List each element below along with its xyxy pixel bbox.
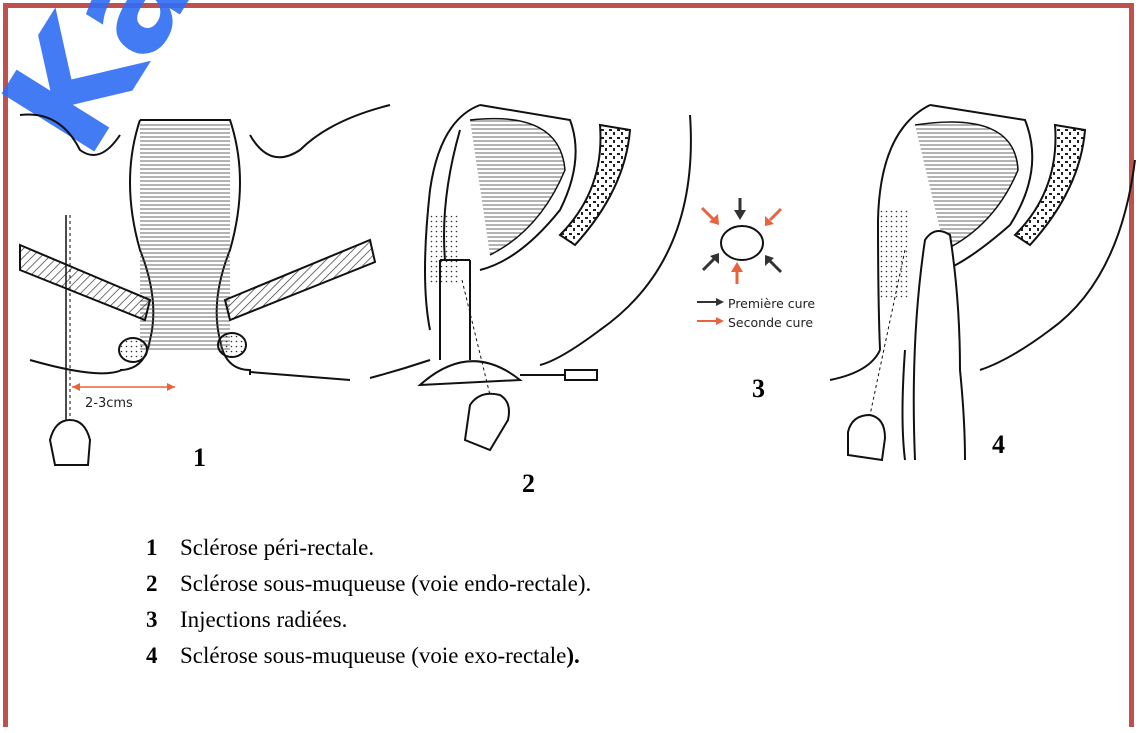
panel-1-drawing [20, 105, 390, 465]
panel-number-2: 2 [522, 469, 535, 499]
caption-text: Sclérose sous-muqueuse (voie endo-rectal… [180, 571, 591, 596]
legend-second-treatment: Seconde cure [728, 315, 813, 330]
caption-number: 1 [146, 530, 180, 566]
caption-text: Sclérose sous-muqueuse (voie exo-rectale [180, 643, 566, 668]
panel-number-1: 1 [193, 443, 206, 473]
caption-number: 2 [146, 566, 180, 602]
panel-number-4: 4 [992, 430, 1005, 460]
caption-number: 4 [146, 638, 180, 674]
panel-2-drawing [370, 105, 691, 450]
measurement-label: 2-3cms [85, 396, 133, 411]
caption-text-tail: ). [566, 643, 579, 668]
panel-4-drawing [830, 105, 1135, 460]
caption-number: 3 [146, 602, 180, 638]
legend-first-treatment: Première cure [728, 296, 815, 311]
panel-number-3: 3 [752, 374, 765, 404]
caption-text: Injections radiées. [180, 607, 347, 632]
caption-text: Sclérose péri-rectale. [180, 535, 374, 560]
